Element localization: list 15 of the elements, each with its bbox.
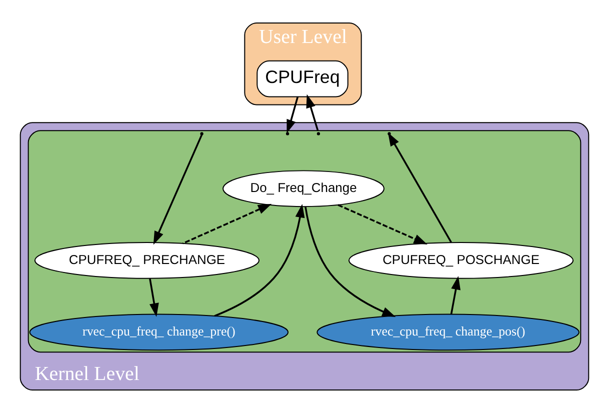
node-ellipse: CPUFREQ_ POSCHANGE [348, 242, 574, 279]
arrow [149, 278, 159, 317]
node-ellipse: rvec_cpu_freq_ change_pre() [29, 314, 289, 351]
node-ellipse: rvec_cpu_freq_ change_pos() [316, 314, 580, 351]
arrow [306, 94, 319, 131]
arrow [450, 276, 461, 314]
node-box: CPUFreq [256, 60, 348, 98]
arrow [338, 204, 428, 244]
arrow [153, 134, 203, 245]
node-ellipse: CPUFREQ_ PRECHANGE [34, 242, 260, 279]
node-ellipse: Do_ Freq_Change [222, 170, 384, 208]
arrow [214, 204, 305, 317]
arrow [304, 206, 396, 317]
arrow [182, 204, 272, 244]
arrow [286, 96, 299, 134]
